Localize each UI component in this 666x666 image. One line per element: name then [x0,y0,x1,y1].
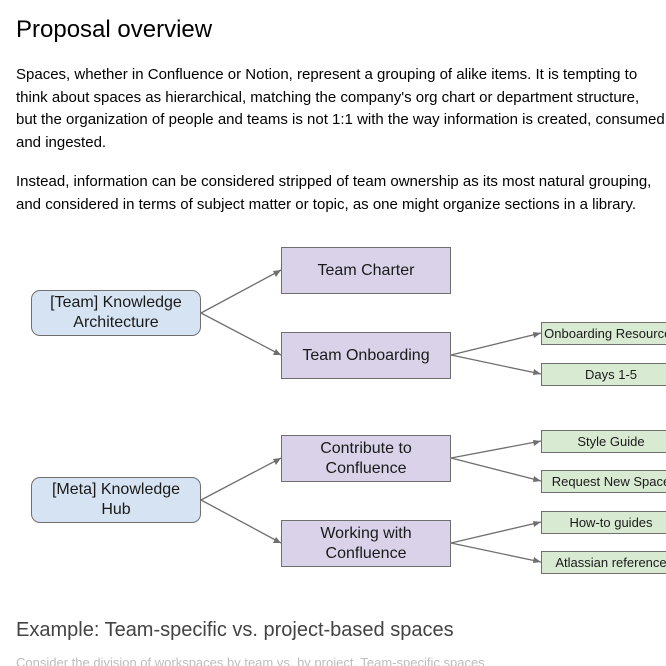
leaf-node-label: Style Guide [577,433,645,449]
intro-paragraph-line: think about spaces as hierarchical, matc… [16,88,640,106]
connector-line [200,269,282,314]
grouping-paragraph-line: and considered in terms of subject matte… [16,195,637,213]
intro-paragraph-line: but the organization of people and teams… [16,111,665,128]
connector-line [450,354,542,375]
connector-line [450,332,542,356]
connector-line [450,521,542,544]
intro-paragraph: Spaces, whether in Confluence or Notion,… [16,64,665,154]
connector-lines [200,269,542,563]
child-node-label: Contribute to Confluence [320,439,412,477]
root-node: [Team] Knowledge Architecture [31,290,201,336]
child-node: Team Charter [281,247,451,294]
intro-paragraph-line: Spaces, whether in Confluence or Notion,… [16,66,638,83]
next-paragraph-line: Consider the division of workspaces by t… [16,655,485,666]
child-node: Working with Confluence [281,520,451,567]
grouping-paragraph: Instead, information can be considered s… [16,171,651,216]
leaf-node: Days 1-5 [541,363,666,386]
arrowhead [533,332,541,338]
root-node: [Meta] Knowledge Hub [31,477,201,523]
grouping-paragraph-line: Instead, information can be considered s… [16,173,652,190]
leaf-node-label: Atlassian reference [555,554,666,570]
section-subheading: Example: Team-specific vs. project-based… [16,619,454,641]
connector-line [200,312,282,356]
leaf-node: Request New Space [541,470,666,493]
leaf-node: Style Guide [541,430,666,453]
arrowhead [533,369,541,375]
connector-line [200,457,282,501]
child-node: Team Onboarding [281,332,451,379]
root-node-label: [Team] Knowledge Architecture [50,294,182,331]
leaf-node-label: How-to guides [569,514,653,530]
arrowhead [533,521,541,527]
space-hierarchy-diagram: [Team] Knowledge Architecture Team Chart… [0,230,666,590]
leaf-node-label: Days 1-5 [584,366,638,382]
connector-line [450,542,542,563]
connector-line [200,499,282,544]
leaf-node-label: Onboarding Resources [544,325,666,341]
leaf-node: Onboarding Resources [541,322,666,345]
arrowhead [533,557,541,563]
arrowhead [273,458,281,465]
root-node-label: [Meta] Knowledge Hub [51,481,181,518]
intro-paragraph-line: and ingested. [16,133,107,151]
arrowhead [533,440,541,446]
connector-line [450,440,542,459]
leaf-node-label: Request New Space [551,473,666,489]
connector-line [450,457,542,482]
leaf-node: How-to guides [541,511,666,534]
arrowhead [273,270,281,277]
leaf-node: Atlassian reference [541,551,666,574]
child-node-label: Team Charter [317,261,415,279]
child-node-label: Working with Confluence [320,524,412,562]
arrowhead [273,349,281,355]
arrowhead [533,476,541,482]
child-node: Contribute to Confluence [281,435,451,482]
arrowhead [273,537,281,543]
page-title: Proposal overview [16,16,213,43]
child-node-label: Team Onboarding [302,346,430,364]
